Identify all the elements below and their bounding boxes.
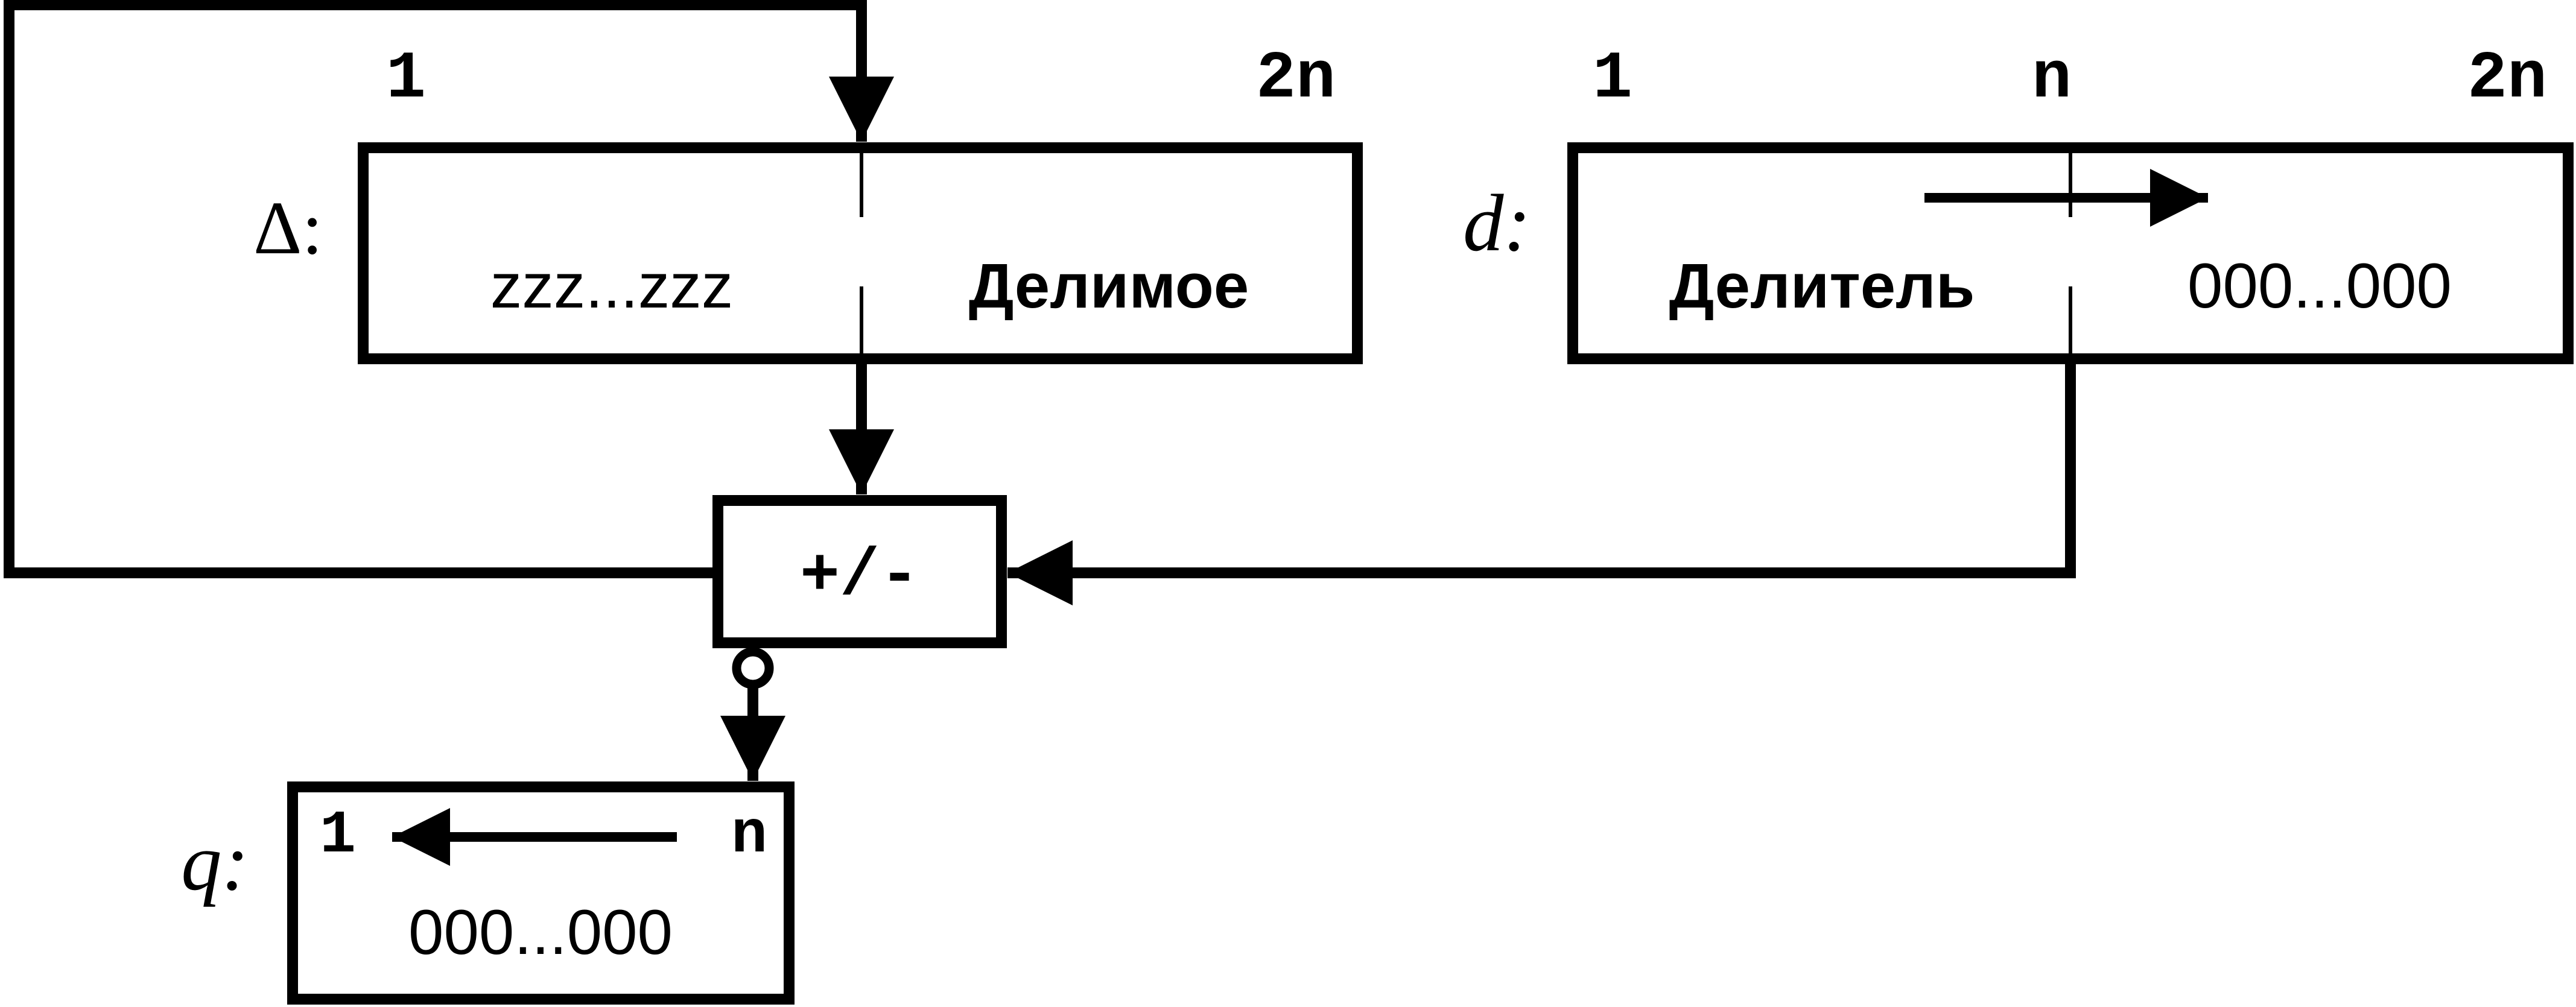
- adder-box: [712, 495, 1007, 648]
- quotient-content: 000...000: [408, 897, 673, 968]
- divisor-label: d:: [1463, 178, 1531, 268]
- divisor-index-mid: n: [2032, 42, 2072, 117]
- adder-label: +/-: [800, 539, 919, 614]
- quotient-index-left: 1: [320, 802, 356, 870]
- delta-left-content: zzz...zzz: [490, 251, 734, 321]
- feedback-loop-wire: [4, 0, 894, 578]
- delta-index-left: 1: [386, 42, 426, 117]
- delta-right-content: Делимое: [969, 251, 1249, 321]
- adder-inverted-output-bubble: [732, 647, 774, 689]
- divisor-left-content: Делитель: [1669, 251, 1975, 321]
- delta-index-right: 2n: [1256, 42, 1336, 117]
- quotient-register-box: [287, 781, 795, 1005]
- quotient-index-right: n: [731, 802, 767, 870]
- divisor-to-adder-wire: [1007, 359, 2076, 605]
- quotient-label: q:: [181, 818, 249, 908]
- delta-label: Δ:: [253, 187, 323, 270]
- divisor-right-content: 000...000: [2187, 251, 2452, 321]
- divisor-index-right: 2n: [2467, 42, 2547, 117]
- divisor-index-left: 1: [1593, 42, 1632, 117]
